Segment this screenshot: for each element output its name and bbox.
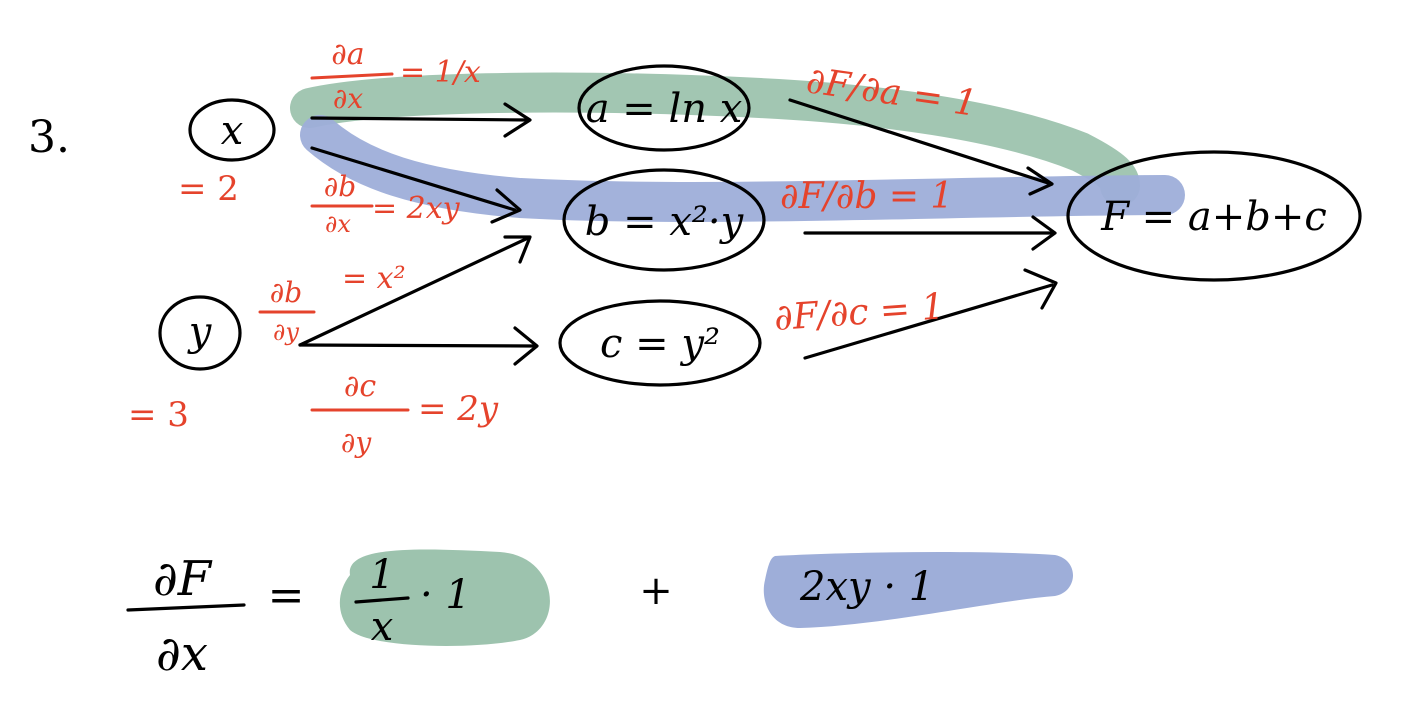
- problem-number: 3.: [28, 112, 70, 163]
- node-F-label: F = a+b+c: [1100, 194, 1327, 240]
- edge-x-b-arrow: [310, 146, 522, 224]
- svg-text:∂x: ∂x: [325, 210, 351, 238]
- edge-a-F-arrow: [788, 98, 1054, 196]
- term1-numerator: 1: [369, 552, 394, 598]
- node-a-label: a = ln x: [586, 86, 743, 132]
- term2-highlight: [763, 552, 1074, 628]
- svg-text:∂a: ∂a: [331, 37, 364, 72]
- node-F-ellipse: [1066, 150, 1362, 282]
- svg-text:∂x: ∂x: [333, 82, 363, 115]
- path-b-highlight: [300, 115, 1185, 222]
- svg-text:= 2y: = 2y: [418, 389, 499, 429]
- result-lhs-numerator: ∂F: [153, 551, 213, 607]
- node-y-circle: [158, 295, 242, 371]
- term2-expression: 2xy · 1: [799, 564, 934, 610]
- edge-c-F-arrow: [803, 268, 1058, 360]
- node-b-ellipse: [562, 168, 766, 272]
- node-a-ellipse: [577, 64, 751, 152]
- svg-text:= 1/x: = 1/x: [400, 55, 481, 90]
- edge-x-b-partial: ∂b ∂x = 2xy: [310, 170, 461, 238]
- node-y-value: = 3: [128, 395, 189, 435]
- term1-denominator: x: [371, 604, 394, 650]
- node-x-label: x: [221, 108, 244, 154]
- edge-b-F-arrow: [803, 215, 1057, 251]
- node-x-value: = 2: [178, 169, 239, 209]
- node-b-label: b = x²·y: [585, 199, 745, 245]
- edge-x-a-arrow: [310, 102, 532, 138]
- svg-text:∂c: ∂c: [344, 369, 377, 404]
- result-equals: =: [268, 570, 305, 621]
- term1-factor: · 1: [420, 572, 471, 618]
- edge-y-c-arrow: [298, 326, 539, 366]
- edge-y-b-partial: ∂b ∂y = x²: [258, 261, 406, 346]
- result-equation: ∂F ∂x = 1 x · 1 + 2xy · 1: [126, 549, 1074, 682]
- svg-text:∂b: ∂b: [270, 276, 302, 309]
- term1-highlight: [339, 549, 550, 646]
- result-lhs-denominator: ∂x: [156, 626, 208, 682]
- node-x-circle: [188, 98, 276, 162]
- svg-text:= x²: = x²: [342, 261, 406, 296]
- edge-c-F-partial: ∂F/∂c = 1: [773, 286, 946, 339]
- svg-text:∂b: ∂b: [324, 170, 356, 203]
- result-plus: +: [639, 568, 673, 614]
- svg-text:∂y: ∂y: [341, 426, 372, 459]
- node-c-label: c = y²: [600, 321, 720, 367]
- svg-text:∂y: ∂y: [273, 318, 299, 346]
- node-c-ellipse: [558, 299, 762, 387]
- edge-x-a-partial: ∂a ∂x = 1/x: [310, 37, 481, 115]
- edge-y-b-arrow: [298, 235, 532, 347]
- path-a-highlight: [290, 72, 1140, 206]
- node-y-label: y: [187, 309, 213, 355]
- svg-text:= 2xy: = 2xy: [372, 191, 461, 226]
- edge-b-F-partial: ∂F/∂b = 1: [780, 176, 953, 217]
- edge-y-c-partial: ∂c ∂y = 2y: [310, 369, 499, 459]
